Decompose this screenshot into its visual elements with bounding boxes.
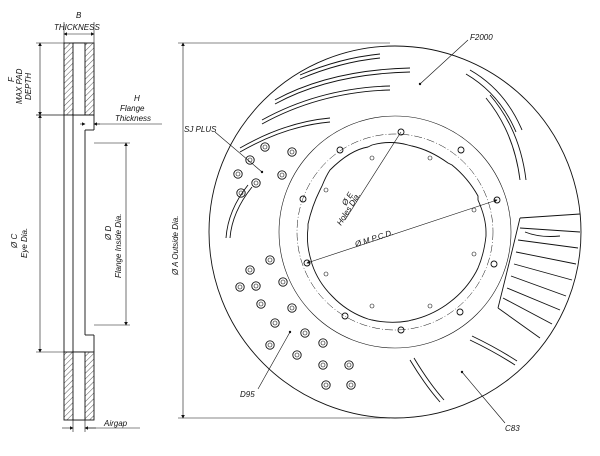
airgap-label: Airgap [103,419,128,428]
max-pad-depth-line1: MAX PAD [15,68,24,104]
side-section-view: B THICKNESS F MAX PAD DEPTH Ø C Eye Dia.… [7,11,162,432]
thickness-label: THICKNESS [54,23,100,32]
airgap-bottom [72,351,86,421]
eye-dia-letter: Ø C [10,234,19,249]
max-pad-depth-letter: F [7,76,16,82]
flange-inside-dia-letter: Ø D [104,226,113,241]
flange-thickness-line2: Thickness [115,114,151,123]
airgap-top [72,42,86,116]
pcd-label: Ø M P.C.D. [353,228,395,249]
pcd-circle [296,133,494,331]
callout-d95: D95 [240,390,255,399]
drilled-hole-group-lower [235,255,356,390]
curved-slots [225,53,527,403]
callout-c83: C83 [505,424,520,433]
max-pad-depth-line2: DEPTH [24,73,33,100]
vane-cutaway [497,213,581,339]
flange-inside-dia-label: Flange Inside Dia. [114,214,123,278]
bolt-holes [299,128,501,334]
hat-inner-profile [306,142,487,323]
outside-dia-label: Ø A Outside Dia. [171,216,180,276]
front-view: Ø A Outside Dia. [171,33,582,433]
flange-thickness-letter: H [134,94,140,103]
flange-thickness-line1: Flange [120,104,145,113]
drilled-holes [233,142,356,390]
drilled-hole-group-upper [233,142,297,198]
disc-outer-edge [208,45,582,419]
callout-sj-plus: SJ PLUS [184,125,217,134]
callout-f2000: F2000 [470,33,493,42]
friction-inner-edge [278,115,512,349]
eye-dia-label: Eye Dia. [20,228,29,258]
thickness-letter: B [76,11,82,20]
